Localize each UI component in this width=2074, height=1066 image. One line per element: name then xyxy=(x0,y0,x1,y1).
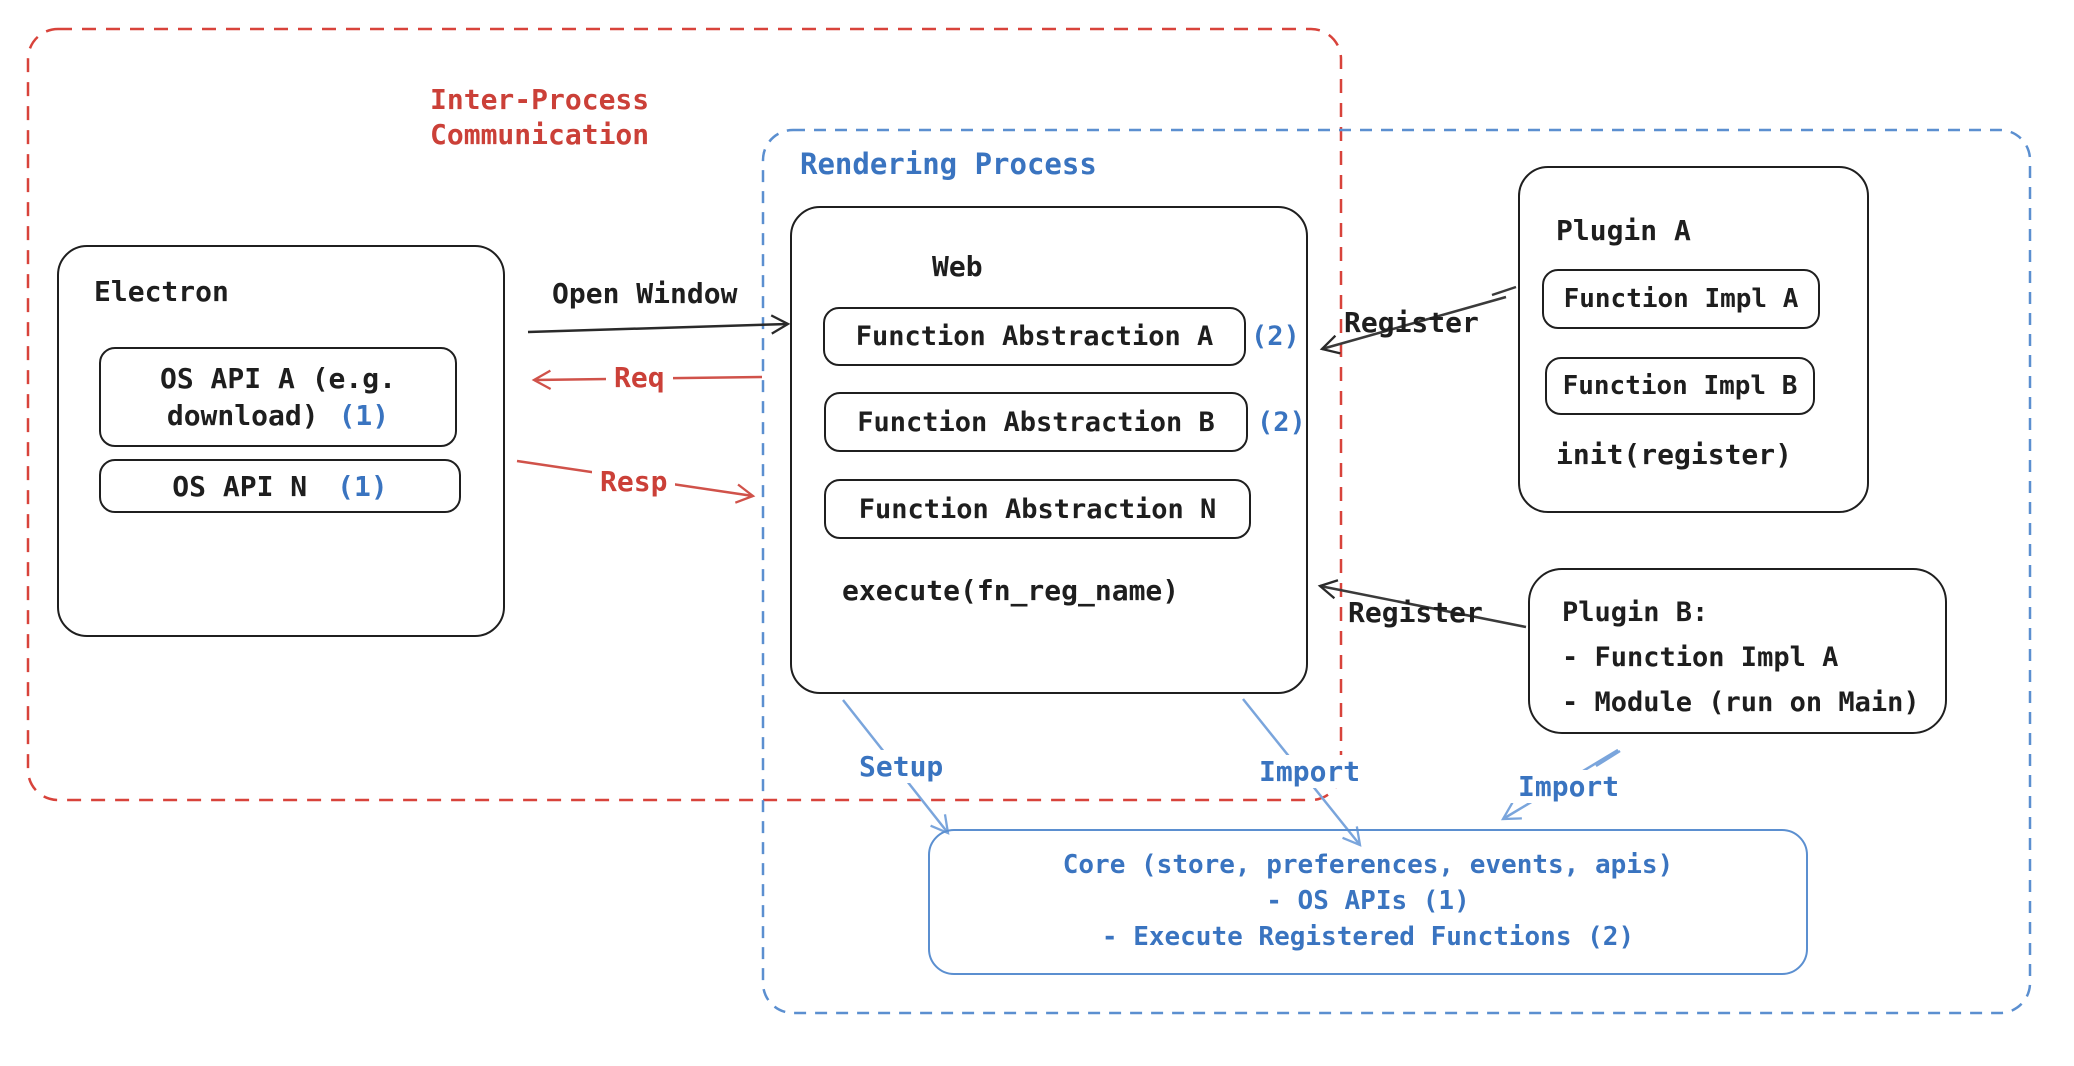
ipc-label-line2: Communication xyxy=(430,118,650,151)
electron-title: Electron xyxy=(94,275,229,308)
resp-label: Resp xyxy=(592,465,676,498)
os-api-a-line1: OS API A (e.g. xyxy=(159,362,396,395)
function-impl-a-text: Function Impl A xyxy=(1563,284,1799,314)
os-api-a-badge: (1) xyxy=(338,399,390,432)
function-abstraction-a-badge: (2) xyxy=(1251,321,1300,352)
electron-node: Electron OS API A (e.g. download) (1) OS… xyxy=(57,245,505,637)
register-top-label: Register xyxy=(1344,306,1479,339)
req-label: Req xyxy=(606,361,673,394)
function-impl-a-box: Function Impl A xyxy=(1542,269,1820,329)
core-node: Core (store, preferences, events, apis) … xyxy=(928,829,1808,975)
ipc-group-box xyxy=(26,27,1343,802)
os-api-n-text: OS API N xyxy=(172,469,308,503)
rendering-group-label: Rendering Process xyxy=(800,147,1097,181)
rendering-group-box xyxy=(761,128,2032,1015)
open-window-arrow xyxy=(527,314,791,335)
core-line3: - Execute Registered Functions (2) xyxy=(1101,922,1635,952)
core-line1: Core (store, preferences, events, apis) xyxy=(1062,850,1674,880)
plugin-b-node: Plugin B: - Function Impl A - Module (ru… xyxy=(1528,568,1947,734)
function-abstraction-a-text: Function Abstraction A xyxy=(855,321,1214,352)
register-top-arrow xyxy=(1319,285,1517,355)
plugin-a-title: Plugin A xyxy=(1556,214,1691,247)
register-bottom-label: Register xyxy=(1348,596,1483,629)
function-abstraction-a-box: Function Abstraction A xyxy=(823,307,1246,366)
setup-label: Setup xyxy=(851,750,952,783)
function-impl-b-box: Function Impl B xyxy=(1545,357,1815,415)
function-abstraction-n-box: Function Abstraction N xyxy=(824,479,1251,539)
function-abstraction-b-text: Function Abstraction B xyxy=(857,406,1215,438)
os-api-a-line2: download) xyxy=(166,399,319,432)
os-api-a-box: OS API A (e.g. download) (1) xyxy=(99,347,457,447)
function-abstraction-n-text: Function Abstraction N xyxy=(858,493,1217,525)
web-execute-label: execute(fn_reg_name) xyxy=(842,574,1180,607)
plugin-a-init-label: init(register) xyxy=(1556,438,1793,471)
os-api-n-box: OS API N (1) xyxy=(99,459,461,513)
import-plugin-label: Import xyxy=(1510,770,1628,803)
web-title: Web xyxy=(932,250,983,283)
open-window-label: Open Window xyxy=(552,277,738,310)
function-impl-b-text: Function Impl B xyxy=(1562,371,1798,401)
plugin-b-item-2: - Module (run on Main) xyxy=(1562,687,1920,718)
web-node: Web Function Abstraction A (2) Function … xyxy=(790,206,1308,694)
function-abstraction-b-box: Function Abstraction B xyxy=(824,392,1248,452)
function-abstraction-b-badge: (2) xyxy=(1257,407,1306,438)
ipc-group-label: Inter-Process Communication xyxy=(430,82,649,152)
os-api-n-badge: (1) xyxy=(337,469,388,503)
plugin-a-node: Plugin A Function Impl A Function Impl B… xyxy=(1518,166,1869,513)
ipc-label-line1: Inter-Process xyxy=(430,83,650,116)
core-line2: - OS APIs (1) xyxy=(1266,886,1470,916)
plugin-b-item-1: - Function Impl A xyxy=(1562,642,1839,673)
plugin-b-title: Plugin B: xyxy=(1562,597,1709,628)
register-bottom-arrow xyxy=(1317,579,1527,629)
import-web-label: Import xyxy=(1251,755,1369,788)
